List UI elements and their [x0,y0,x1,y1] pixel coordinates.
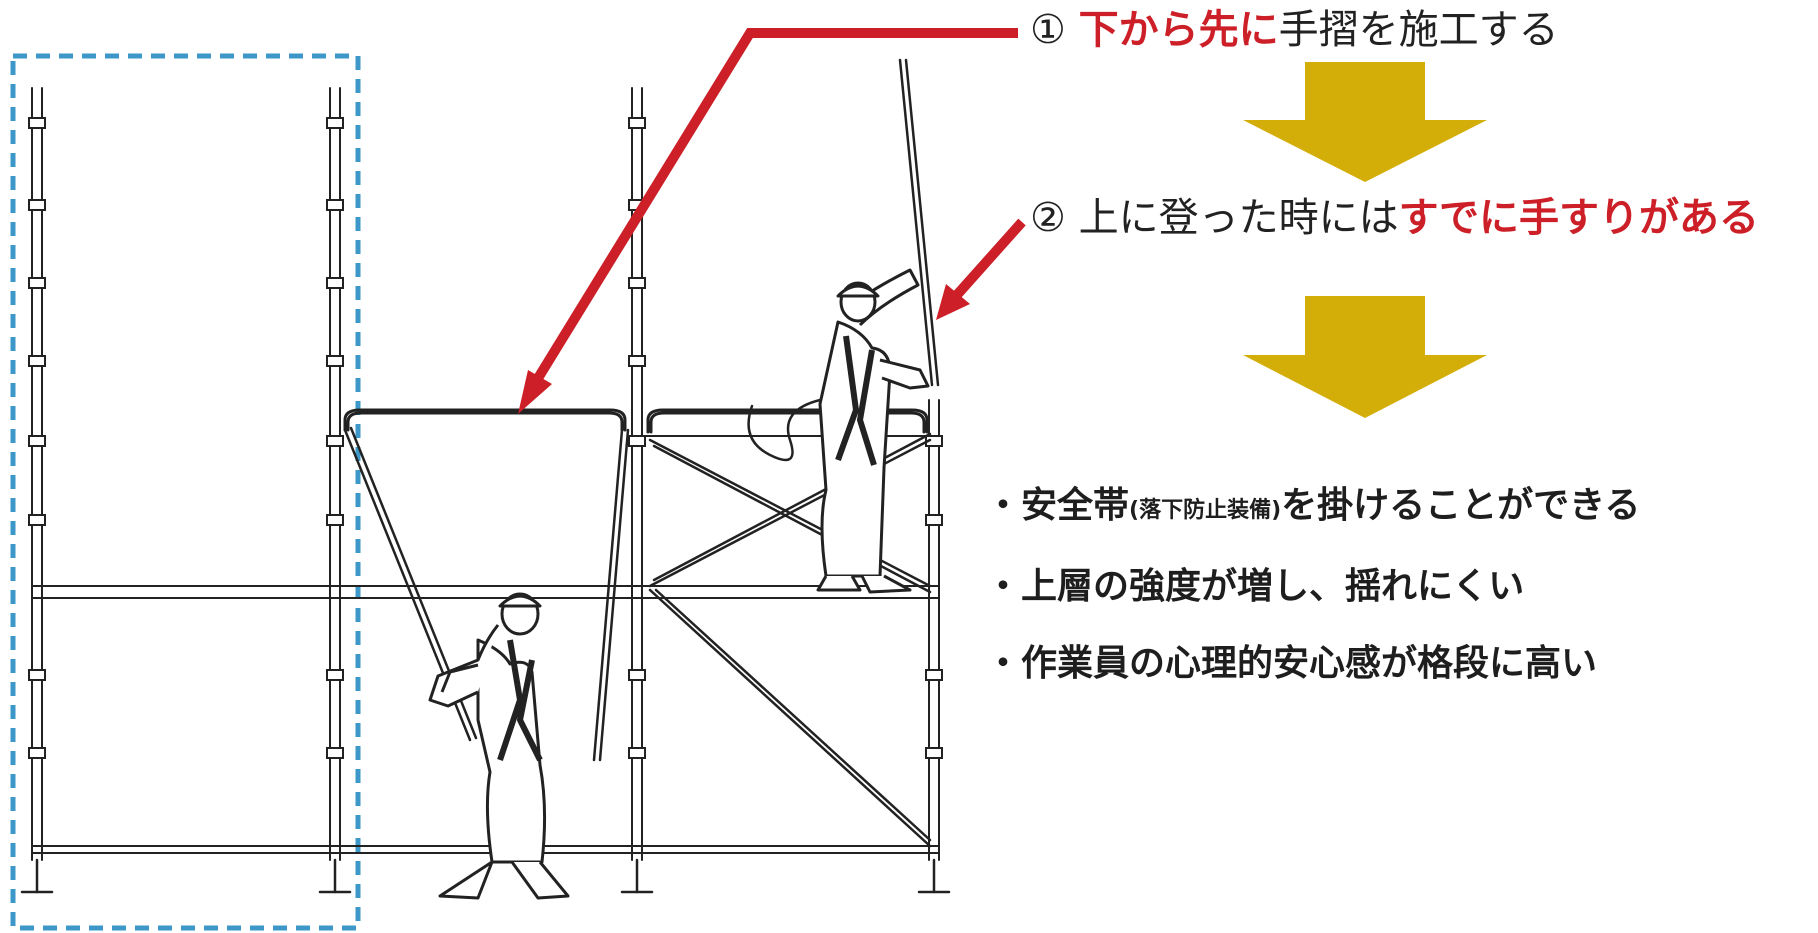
step-1-number: ① [1030,7,1066,53]
step-2-text: 上に登った時には [1078,195,1399,241]
worker-figure-lower [428,592,570,900]
step-1-emphasis: 下から先に [1078,7,1279,53]
flow-arrow-2 [1243,296,1487,418]
benefit-1-text-b: を掛けることができる [1281,485,1641,526]
benefit-bullet: ・ [985,485,1022,526]
pointer-arrow-step2 [952,218,1026,300]
step-1-text: 手摺を施工する [1278,7,1559,53]
benefit-strength: ・上層の強度が増し、揺れにくい [985,569,1524,605]
benefit-1-note: (落下防止装備) [1129,498,1282,523]
benefit-3-text: 作業員の心理的安心感が格段に高い [1021,643,1598,684]
step-1-label: ① 下から先に手摺を施工する [1030,10,1559,50]
safety-lanyard [747,398,822,462]
step-2-label: ② 上に登った時にはすでに手すりがある [1030,198,1759,238]
step-2-number: ② [1030,195,1066,241]
benefit-2-text: 上層の強度が増し、揺れにくい [1021,566,1525,607]
benefit-reassurance: ・作業員の心理的安心感が格段に高い [985,646,1597,682]
dashed-highlight-box [10,53,361,931]
scaffold-ledgers [31,435,940,854]
pointer-arrows [518,28,1026,414]
benefit-bullet: ・ [985,566,1022,607]
step-2-emphasis: すでに手すりがある [1398,195,1759,241]
flow-arrow-1 [1243,62,1487,182]
base-jacks [20,858,951,894]
benefit-1-text-a: 安全帯 [1021,485,1130,526]
flow-arrows [1243,62,1487,418]
benefit-bullet: ・ [985,643,1022,684]
handrail-frames [343,408,929,434]
pointer-arrow-step1 [527,28,1018,391]
cross-braces [648,432,932,848]
worker-figure-upper [816,268,930,594]
benefit-safety-harness: ・安全帯(落下防止装備)を掛けることができる [985,488,1640,524]
